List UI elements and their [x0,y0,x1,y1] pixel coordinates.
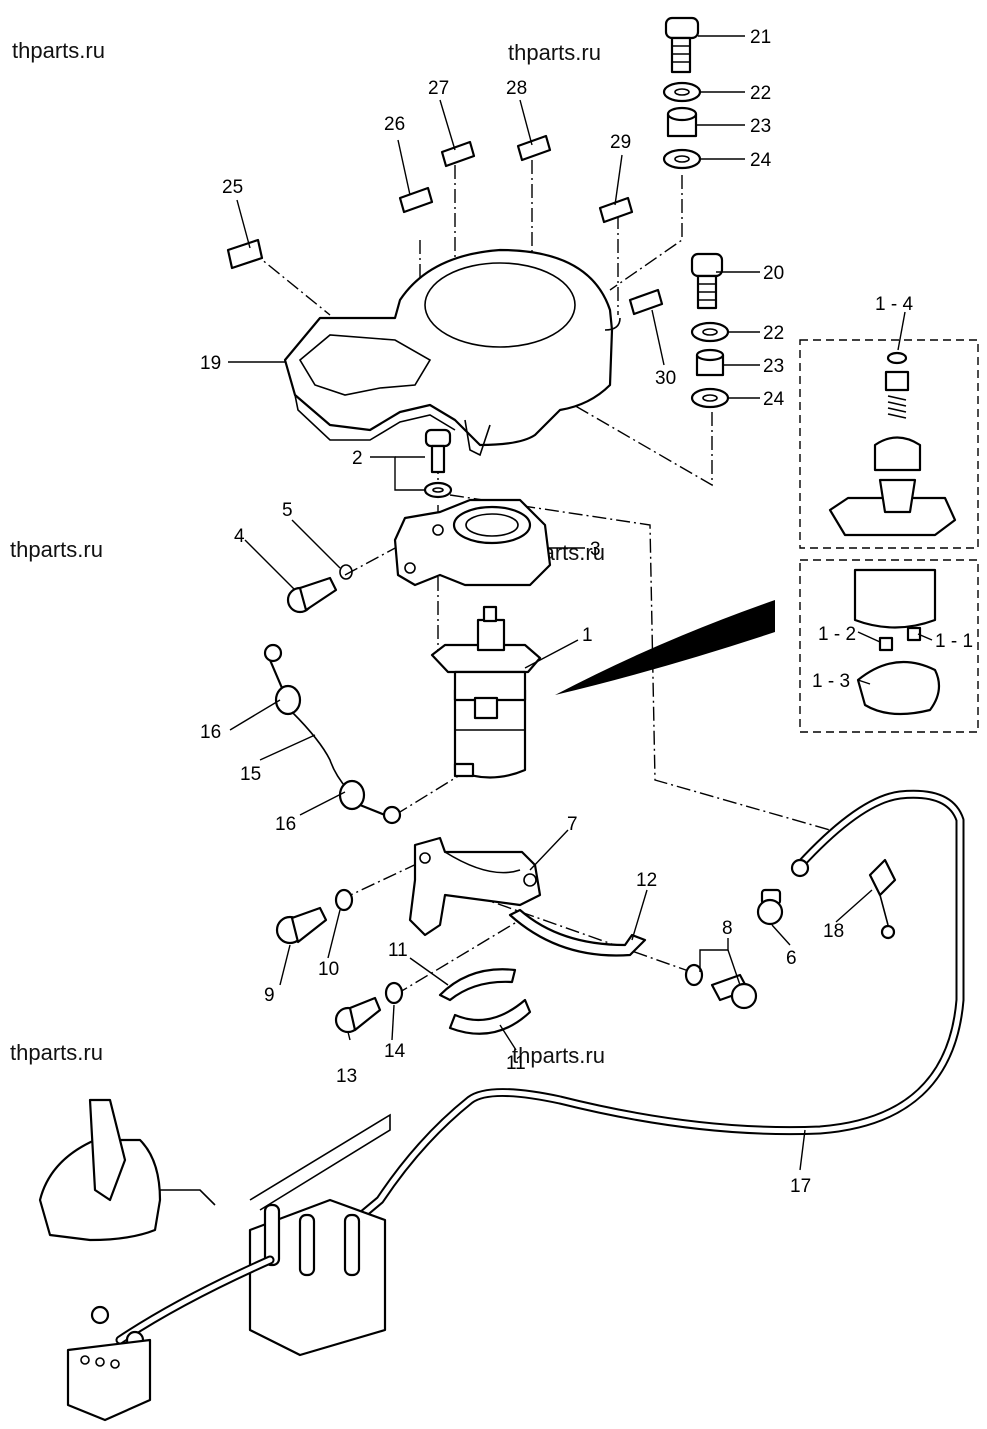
callout-29: 29 [610,132,631,153]
decal-30 [628,288,664,316]
bolt-4 [286,564,353,614]
decal-27 [440,140,476,168]
callout-24-right: 24 [763,389,785,410]
starter-cover [283,248,621,457]
callout-22-right: 22 [763,323,784,344]
callout-23-top: 23 [750,116,771,137]
decal-labels [226,134,664,316]
callout-19: 19 [200,353,221,374]
bolt-stack-top [662,16,702,170]
callout-6: 6 [786,948,797,969]
decal-28 [516,134,552,162]
callout-9: 9 [264,985,275,1006]
callout-17: 17 [790,1176,811,1197]
callout-numbers: 21 22 23 24 20 22 23 24 1 - 4 25 26 27 2… [200,27,973,1197]
callout-8: 8 [722,918,733,939]
callout-18: 18 [823,921,844,942]
callout-13: 13 [336,1066,357,1087]
upper-bracket [393,498,552,587]
callout-15: 15 [240,764,261,785]
callout-10: 10 [318,959,339,980]
bolt-2 [423,428,453,499]
callout-2: 2 [352,448,363,469]
decal-25 [226,238,264,270]
callout-4: 4 [234,526,245,547]
battery-cable [315,789,965,1255]
starter-motor [430,605,542,779]
callout-16-top: 16 [200,722,221,743]
callout-14: 14 [384,1041,406,1062]
callout-3: 3 [590,539,601,560]
watermark-low-center: thparts.ru [512,1043,605,1068]
callout-1-3: 1 - 3 [812,671,850,692]
callout-5: 5 [282,500,293,521]
watermark-top-left: thparts.ru [12,38,105,63]
callout-16-bottom: 16 [275,814,296,835]
callout-25: 25 [222,177,243,198]
callout-1-2: 1 - 2 [818,624,856,645]
bolt-stack-right [690,252,730,409]
leader-lines [228,35,933,1171]
callout-11-top: 11 [388,940,408,961]
starter-cable [263,643,402,825]
lower-bracket [408,836,647,957]
callout-1: 1 [582,625,593,646]
callout-21: 21 [750,27,771,48]
callout-1-1: 1 - 1 [935,631,973,652]
callout-12: 12 [636,870,657,891]
callout-27: 27 [428,78,449,99]
callout-1-4: 1 - 4 [875,294,913,315]
callout-26: 26 [384,114,405,135]
callout-24-top: 24 [750,150,772,171]
bolt-6 [756,888,784,926]
bolt-13 [334,968,532,1035]
callout-7: 7 [567,814,578,835]
callout-22-top: 22 [750,83,771,104]
callout-20: 20 [763,263,784,284]
watermark-mid-left: thparts.ru [10,537,103,562]
callout-30: 30 [655,368,676,389]
bolt-8 [684,963,758,1010]
decal-29 [598,196,634,224]
callout-28: 28 [506,78,527,99]
watermark-top-center: thparts.ru [508,40,601,65]
decal-26 [398,186,434,214]
bolt-9 [275,888,354,945]
detail-inset [555,339,979,733]
watermark-low-left: thparts.ru [10,1040,103,1065]
callout-23-right: 23 [763,356,784,377]
engine-sketch [38,1098,391,1422]
callout-11-bottom: 11 [506,1053,526,1074]
